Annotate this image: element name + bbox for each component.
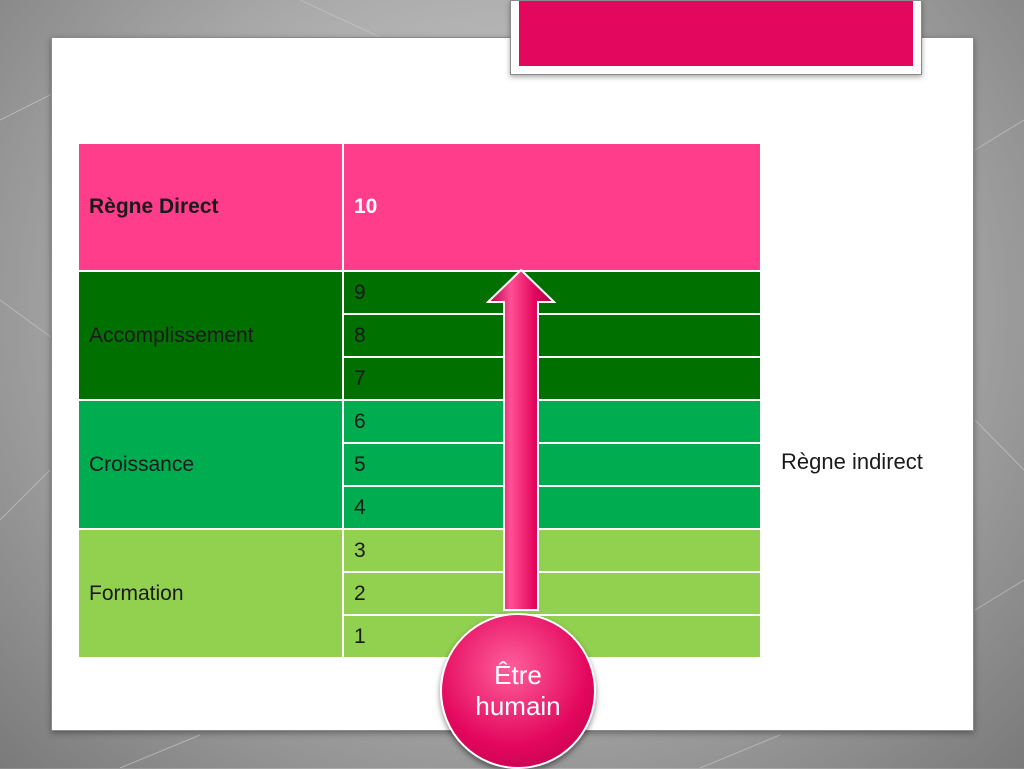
level-value: 9 — [342, 270, 762, 315]
circle-line-1: Être — [494, 660, 542, 690]
level-value: 2 — [342, 571, 762, 616]
table-row: Formation 3 — [77, 528, 762, 659]
table-row: Croissance 6 — [77, 399, 762, 530]
level-value: 7 — [342, 356, 762, 401]
direct-value: 10 — [342, 142, 762, 272]
circle-line-2: humain — [475, 691, 561, 721]
level-value: 8 — [342, 313, 762, 358]
section-label-croissance: Croissance — [77, 399, 344, 530]
up-arrow-icon — [486, 268, 556, 611]
table-row: 2 — [78, 571, 762, 616]
table-row: Accomplissement 9 — [77, 270, 762, 401]
indirect-reign-label: Règne indirect — [781, 449, 923, 474]
section-label-accomplissement: Accomplissement — [77, 270, 344, 401]
section-label-formation: Formation — [77, 528, 344, 659]
table-row: 7 — [78, 356, 762, 401]
levels-table: Règne Direct 10 Accomplissement 9 8 7 Cr… — [77, 142, 762, 659]
table-row: 8 — [78, 313, 762, 358]
human-being-circle: Être humain — [440, 613, 596, 769]
direct-label: Règne Direct — [77, 142, 344, 272]
level-value: 6 — [342, 399, 762, 444]
table-row: 5 — [78, 442, 762, 487]
level-value: 4 — [342, 485, 762, 530]
level-value: 5 — [342, 442, 762, 487]
table-row-direct: Règne Direct 10 — [77, 142, 762, 272]
title-fill — [519, 1, 913, 66]
title-placeholder — [510, 0, 922, 75]
level-value: 3 — [342, 528, 762, 573]
table-row: 4 — [78, 485, 762, 530]
